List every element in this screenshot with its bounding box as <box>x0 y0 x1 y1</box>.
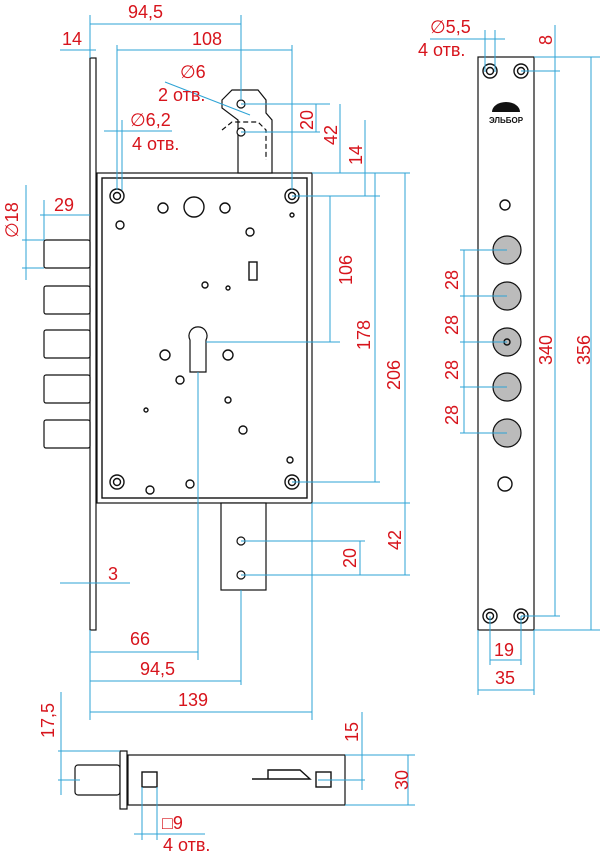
front-dimension-lines <box>22 15 410 720</box>
bottom-faceplate <box>119 750 128 810</box>
top-tab-dashed <box>221 121 267 160</box>
strike-hole-count: 4 отв. <box>418 40 465 60</box>
pitch-label: 28 <box>442 405 462 425</box>
faceplate <box>89 57 97 631</box>
dim-178: 178 <box>354 320 374 350</box>
pitch-label: 28 <box>442 270 462 290</box>
bottom-case <box>127 754 346 806</box>
bolt <box>43 329 91 359</box>
dim-29: 29 <box>54 195 74 215</box>
dim-94-5-top: 94,5 <box>128 2 163 22</box>
screw-icon <box>497 476 513 492</box>
hole-face-diameter: ∅6,2 <box>130 110 171 130</box>
dim-356: 356 <box>574 335 594 365</box>
keyhole-cylinder <box>188 326 208 373</box>
bottom-view <box>74 750 346 810</box>
dim-139: 139 <box>178 690 208 710</box>
square-hole-count: 4 отв. <box>163 835 210 854</box>
strike-dimension-lines <box>430 25 600 695</box>
hole-tab-count: 2 отв. <box>158 85 205 105</box>
bottom-dimension-lines <box>58 692 415 840</box>
dim-42-bottom: 42 <box>385 530 405 550</box>
bolt <box>43 374 91 404</box>
brand-logo: ЭЛЬБОР <box>489 102 524 125</box>
bolt <box>43 285 91 315</box>
pitch-label: 28 <box>442 360 462 380</box>
square-hole <box>141 771 158 788</box>
svg-text:ЭЛЬБОР: ЭЛЬБОР <box>489 116 524 125</box>
case-details <box>115 196 295 495</box>
dim-108: 108 <box>192 29 222 49</box>
dim-20-bottom: 20 <box>340 548 360 568</box>
pitch-label: 28 <box>442 315 462 335</box>
strike-dimension-labels: ∅5,5 4 отв. 8 28 28 28 28 340 356 19 35 <box>418 17 594 688</box>
dim-206: 206 <box>384 360 404 390</box>
dim-19: 19 <box>494 640 514 660</box>
latch-detail <box>252 769 312 780</box>
dim-3: 3 <box>108 564 118 584</box>
square-hole-size: □9 <box>162 813 183 833</box>
bolt-diameter: ∅18 <box>2 202 22 238</box>
dim-8: 8 <box>536 35 556 45</box>
bolt-cylinder <box>74 764 121 796</box>
screw-icon <box>499 199 511 211</box>
dim-35: 35 <box>495 668 515 688</box>
dim-42-top: 42 <box>321 125 341 145</box>
dim-14-right: 14 <box>346 145 366 165</box>
dim-30: 30 <box>392 770 412 790</box>
bolt <box>43 419 91 449</box>
front-view <box>43 57 313 631</box>
dim-94-5-bottom: 94,5 <box>140 659 175 679</box>
dim-15: 15 <box>342 722 362 742</box>
strike-plate: ЭЛЬБОР <box>477 56 535 631</box>
bolt <box>43 239 91 269</box>
dim-66: 66 <box>130 629 150 649</box>
front-dimension-labels: 94,5 14 108 ∅6 2 отв. ∅6,2 4 отв. 20 42 … <box>2 2 405 710</box>
dim-106: 106 <box>336 255 356 285</box>
dim-340: 340 <box>536 335 556 365</box>
dim-17-5: 17,5 <box>38 703 58 738</box>
lock-case-inner <box>101 177 308 499</box>
dim-14-top: 14 <box>62 29 82 49</box>
bottom-dimension-labels: 17,5 15 30 □9 4 отв. <box>38 703 412 854</box>
strike-hole-diameter: ∅5,5 <box>430 17 471 37</box>
hole-face-count: 4 отв. <box>132 134 179 154</box>
hole-tab-diameter: ∅6 <box>180 62 206 82</box>
dim-20-top: 20 <box>297 110 317 130</box>
